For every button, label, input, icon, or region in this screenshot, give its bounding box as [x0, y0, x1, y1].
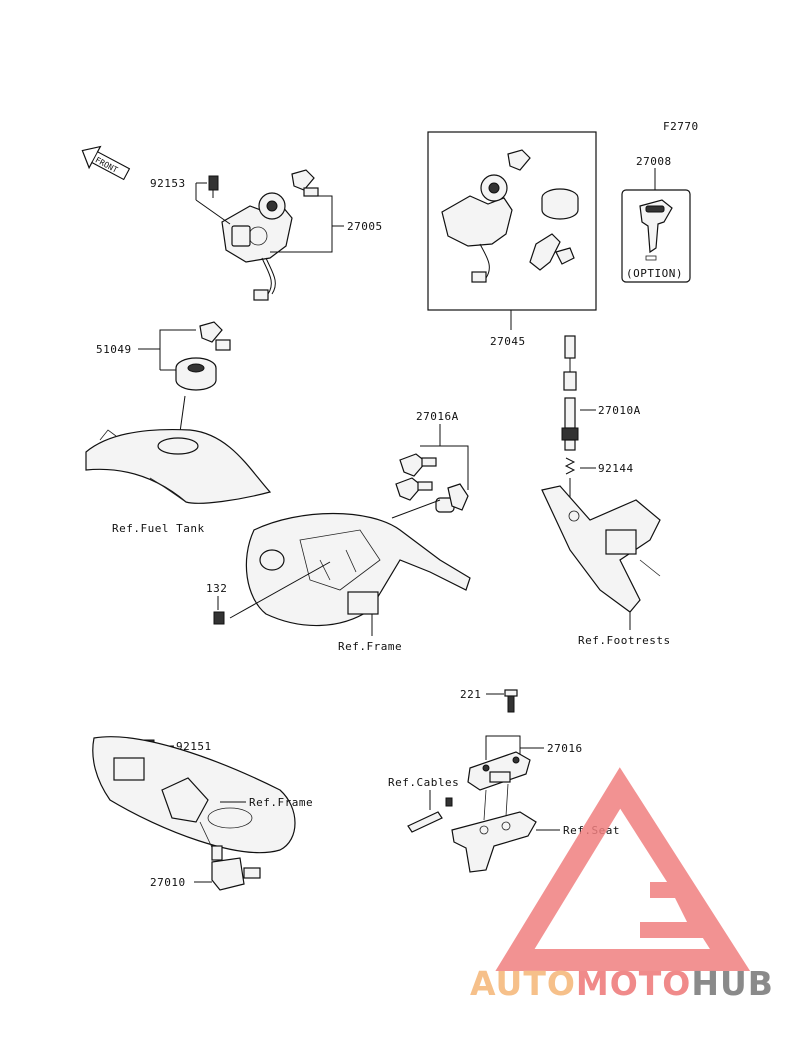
label-27016: 27016 — [547, 742, 583, 755]
option-label: (OPTION) — [626, 267, 683, 280]
cable-end — [407, 797, 453, 833]
key-27016A — [395, 453, 469, 513]
watermark-moto: MOTO — [576, 964, 691, 1003]
key-blank-icon — [639, 199, 673, 261]
kit-27045-parts — [441, 149, 579, 283]
label-92144: 92144 — [598, 462, 634, 475]
bolt-221 — [504, 689, 518, 713]
frame-tube — [92, 736, 296, 854]
connector — [253, 289, 269, 301]
ref-frame-2: Ref.Frame — [249, 796, 313, 809]
label-221: 221 — [460, 688, 481, 701]
bolt-132 — [213, 611, 225, 625]
watermark-logo-icon — [495, 767, 751, 971]
ref-cables: Ref.Cables — [388, 776, 459, 789]
ignition-switch-assembly — [195, 169, 344, 301]
fuel-cap — [175, 321, 231, 391]
seat-lock-27016 — [467, 751, 531, 791]
ref-footrests: Ref.Footrests — [578, 634, 671, 647]
key-blank-box — [621, 189, 691, 283]
bolt-92153 — [208, 175, 219, 191]
label-27008: 27008 — [636, 155, 672, 168]
label-27016A: 27016A — [416, 410, 459, 423]
label-92153: 92153 — [150, 177, 186, 190]
front-arrow-icon: FRONT — [81, 145, 131, 181]
label-27005: 27005 — [347, 220, 383, 233]
switch-27010 — [211, 845, 261, 891]
label-92151: 92151 — [176, 740, 212, 753]
watermark-text: AUTOMOTOHUB — [470, 964, 774, 1003]
label-27010: 27010 — [150, 876, 186, 889]
watermark-hub: HUB — [691, 964, 774, 1003]
label-51049: 51049 — [96, 343, 132, 356]
ref-fuel-tank: Ref.Fuel Tank — [112, 522, 205, 535]
switch-27010A — [561, 335, 579, 475]
figure-code: F2770 — [663, 120, 699, 133]
fuel-tank — [85, 428, 272, 504]
footrest-bracket — [541, 485, 661, 613]
kit-27045-box — [427, 131, 597, 311]
label-27010A: 27010A — [598, 404, 641, 417]
frame-section — [245, 512, 471, 627]
watermark-auto: AUTO — [470, 964, 576, 1003]
label-132: 132 — [206, 582, 227, 595]
ref-frame-1: Ref.Frame — [338, 640, 402, 653]
label-27045: 27045 — [490, 335, 526, 348]
seat-bracket — [451, 811, 537, 873]
